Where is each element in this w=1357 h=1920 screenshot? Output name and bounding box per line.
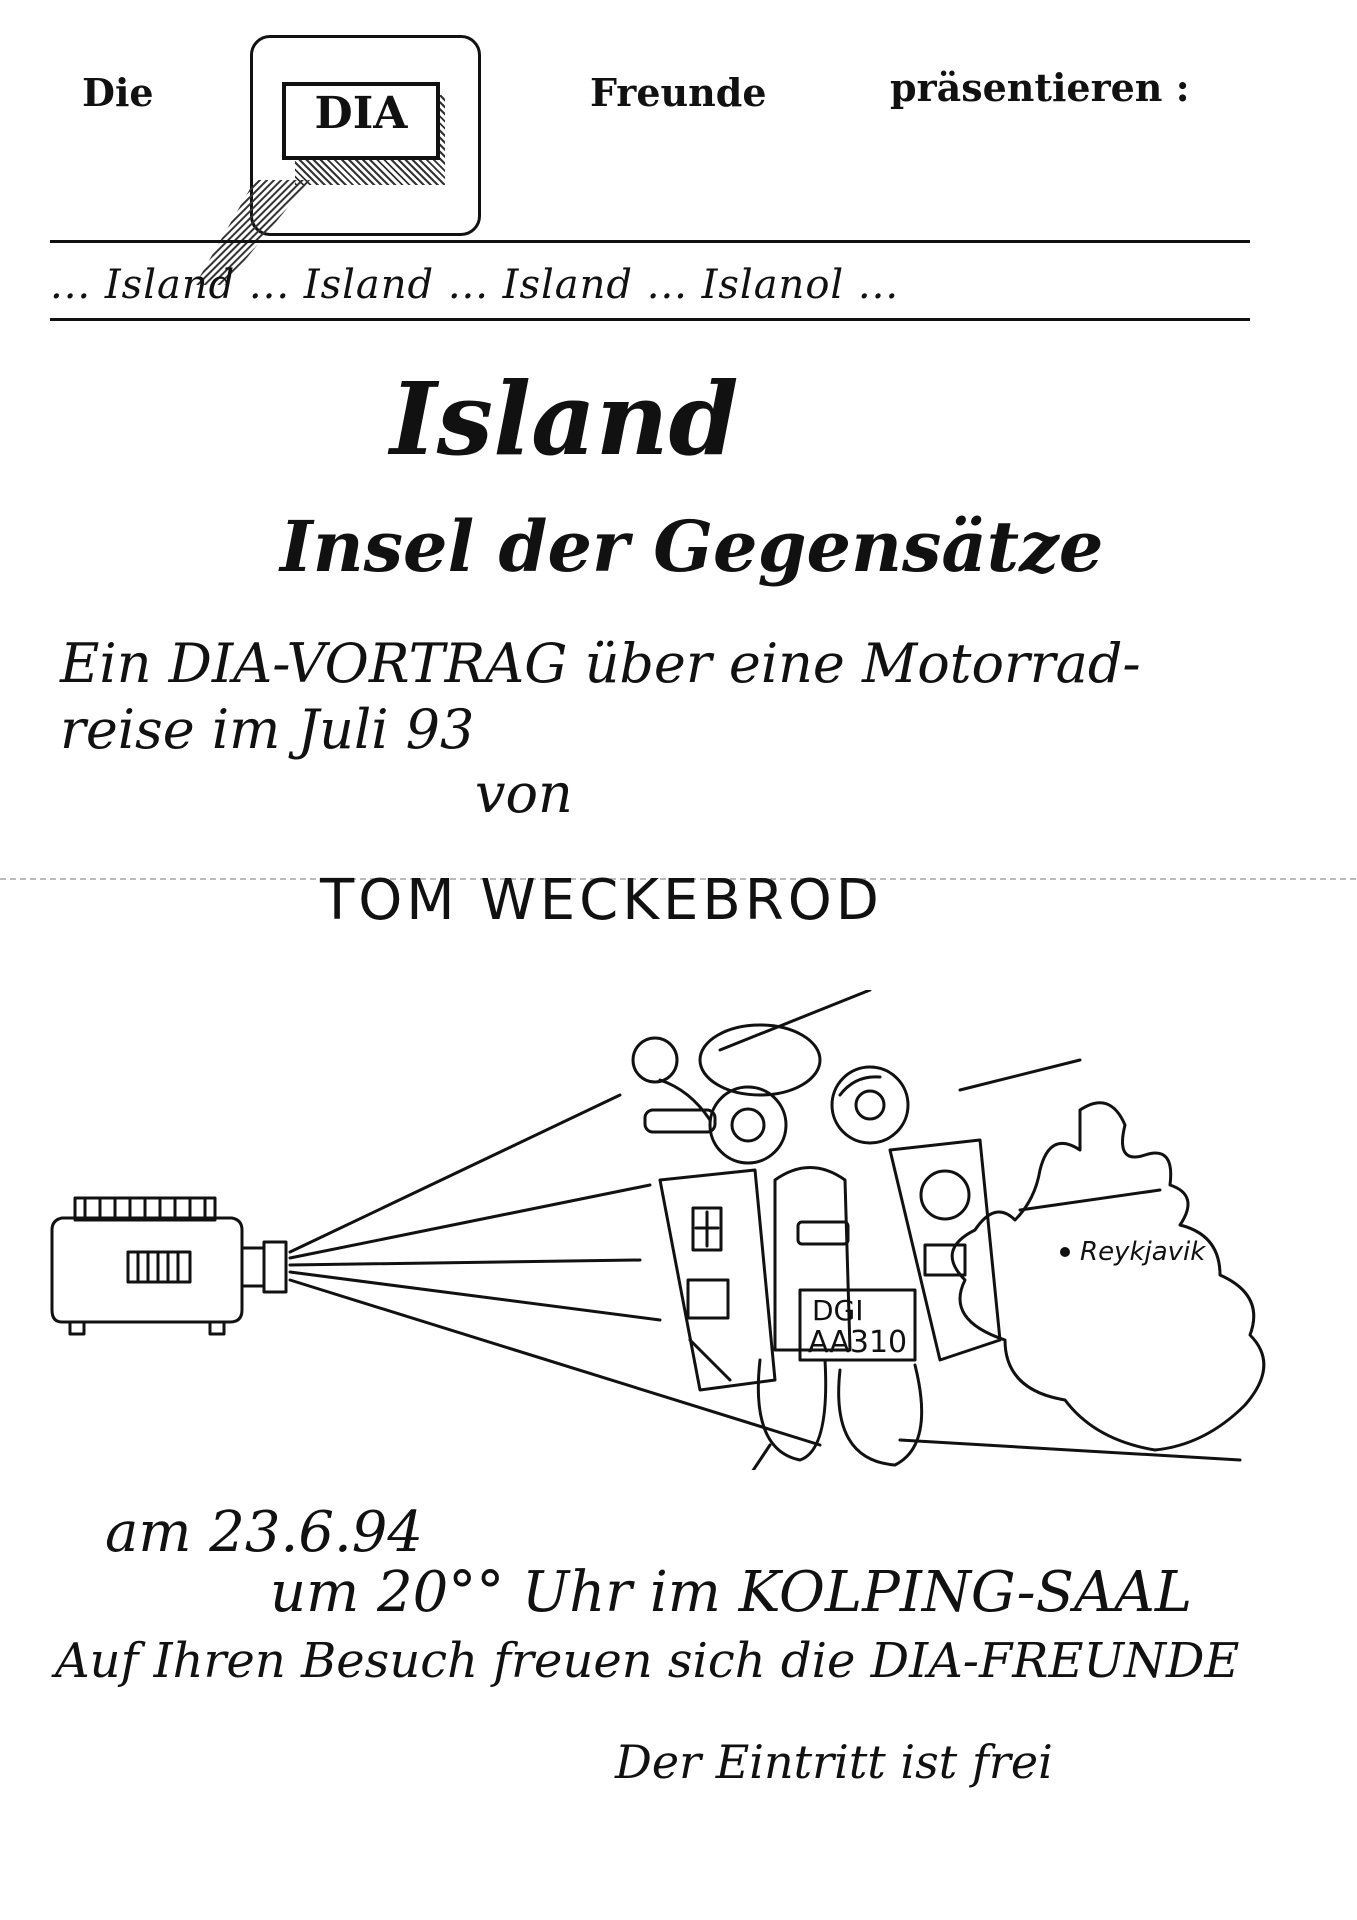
reykjavik-dot xyxy=(1060,1247,1070,1257)
logo-box xyxy=(282,82,440,160)
light-beams xyxy=(288,988,1242,1462)
projector-motorcycle-drawing: Reykjavik DGI AA310 xyxy=(40,988,1340,1477)
entry-free-line: Der Eintritt ist frei xyxy=(615,1735,1053,1789)
bottom-rule xyxy=(50,318,1250,321)
license-plate-top: DGI xyxy=(812,1294,864,1327)
motorcycle-icon xyxy=(631,1023,1002,1477)
event-time-location: um 20°° Uhr im KOLPING-SAAL xyxy=(270,1560,1193,1625)
header-word-freunde: Freunde xyxy=(590,70,767,115)
subtitle: Insel der Gegensätze xyxy=(280,505,1104,588)
main-title: Island xyxy=(390,360,739,478)
fold-line xyxy=(0,878,1357,880)
license-plate-bottom: AA310 xyxy=(808,1325,907,1360)
logo-text: DIA xyxy=(314,88,408,139)
island-band-text: ... Island ... Island ... Island ... Isl… xyxy=(50,262,900,308)
iceland-map-icon xyxy=(950,1101,1266,1452)
drawing-svg: Reykjavik DGI AA310 xyxy=(50,988,1266,1477)
header-word-die: Die xyxy=(82,70,154,115)
description-line-1: Ein DIA-VORTRAG über eine Motorrad- xyxy=(60,632,1141,695)
slide-projector-icon xyxy=(50,1196,288,1336)
logo-frame xyxy=(250,35,481,236)
event-date: am 23.6.94 xyxy=(105,1500,424,1565)
description-line-2: reise im Juli 93 xyxy=(60,698,475,761)
logo-beam xyxy=(195,180,310,285)
map-label: Reykjavik xyxy=(1080,1237,1206,1267)
top-rule xyxy=(50,240,1250,243)
invitation-line: Auf Ihren Besuch freuen sich die DIA-FRE… xyxy=(55,1633,1240,1689)
presenter-name: TOM WECKEBROD xyxy=(320,868,883,933)
description-line-3: von xyxy=(475,762,573,825)
header-word-praesentieren: präsentieren : xyxy=(890,65,1190,110)
